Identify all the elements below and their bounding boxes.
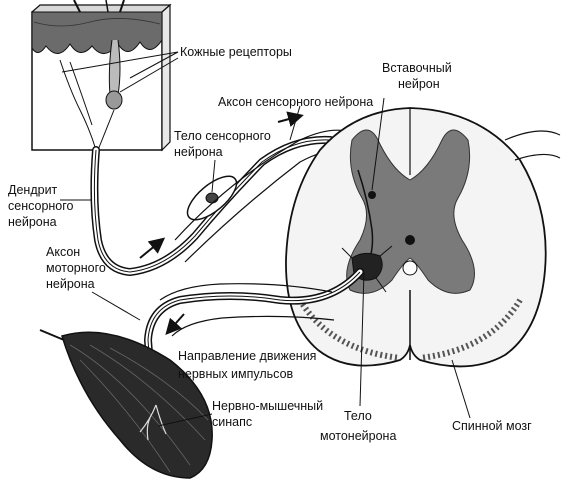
neuromuscular-junction <box>139 404 167 441</box>
label-motoneuron-body-line1: Тело <box>344 409 372 423</box>
label-spinal-cord: Спинной мозг <box>452 419 532 433</box>
label-motor-axon-line2: моторного <box>46 261 106 275</box>
label-dendrite-line1: Дендрит <box>8 183 58 197</box>
label-synapse-line1: Нервно-мышечный <box>212 399 323 413</box>
label-sensory-body-line1: Тело сенсорного <box>174 129 271 143</box>
leader-lines <box>60 51 471 427</box>
label-skin-receptors: Кожные рецепторы <box>180 45 292 59</box>
label-direction-line1: Направление движения <box>178 349 316 363</box>
interneuron-body <box>368 191 376 199</box>
label-synapse-line2: синапс <box>212 415 252 429</box>
spinal-cord <box>285 107 561 368</box>
label-sensory-body-line2: нейрона <box>174 145 223 159</box>
label-sensory-axon: Аксон сенсорного нейрона <box>218 95 373 109</box>
label-interneuron-line1: Вставочный <box>382 61 452 75</box>
label-motor-axon-line3: нейрона <box>46 277 95 291</box>
label-dendrite-line2: сенсорного <box>8 199 74 213</box>
label-direction-line2: нервных импульсов <box>178 367 294 381</box>
label-motoneuron-body-line2: мотонейрона <box>320 429 396 443</box>
label-dendrite-line3: нейрона <box>8 215 57 229</box>
label-motor-axon-line1: Аксон <box>46 245 80 259</box>
sensory-neuron-body <box>205 192 219 204</box>
muscle <box>39 329 213 479</box>
label-interneuron-line2: нейрон <box>398 77 440 91</box>
labels: Кожные рецепторы Вставочный нейрон Аксон… <box>8 45 532 443</box>
skin-block <box>31 0 172 152</box>
